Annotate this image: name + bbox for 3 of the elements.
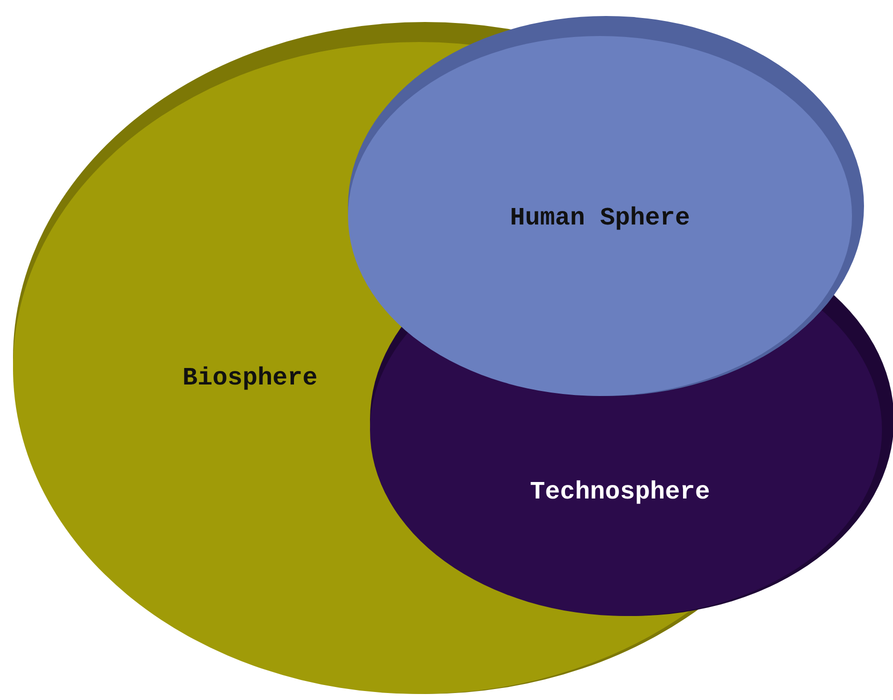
region-label: Human Sphere [510,204,690,232]
region-label: Technosphere [530,478,710,506]
region-label: Biosphere [182,364,318,392]
